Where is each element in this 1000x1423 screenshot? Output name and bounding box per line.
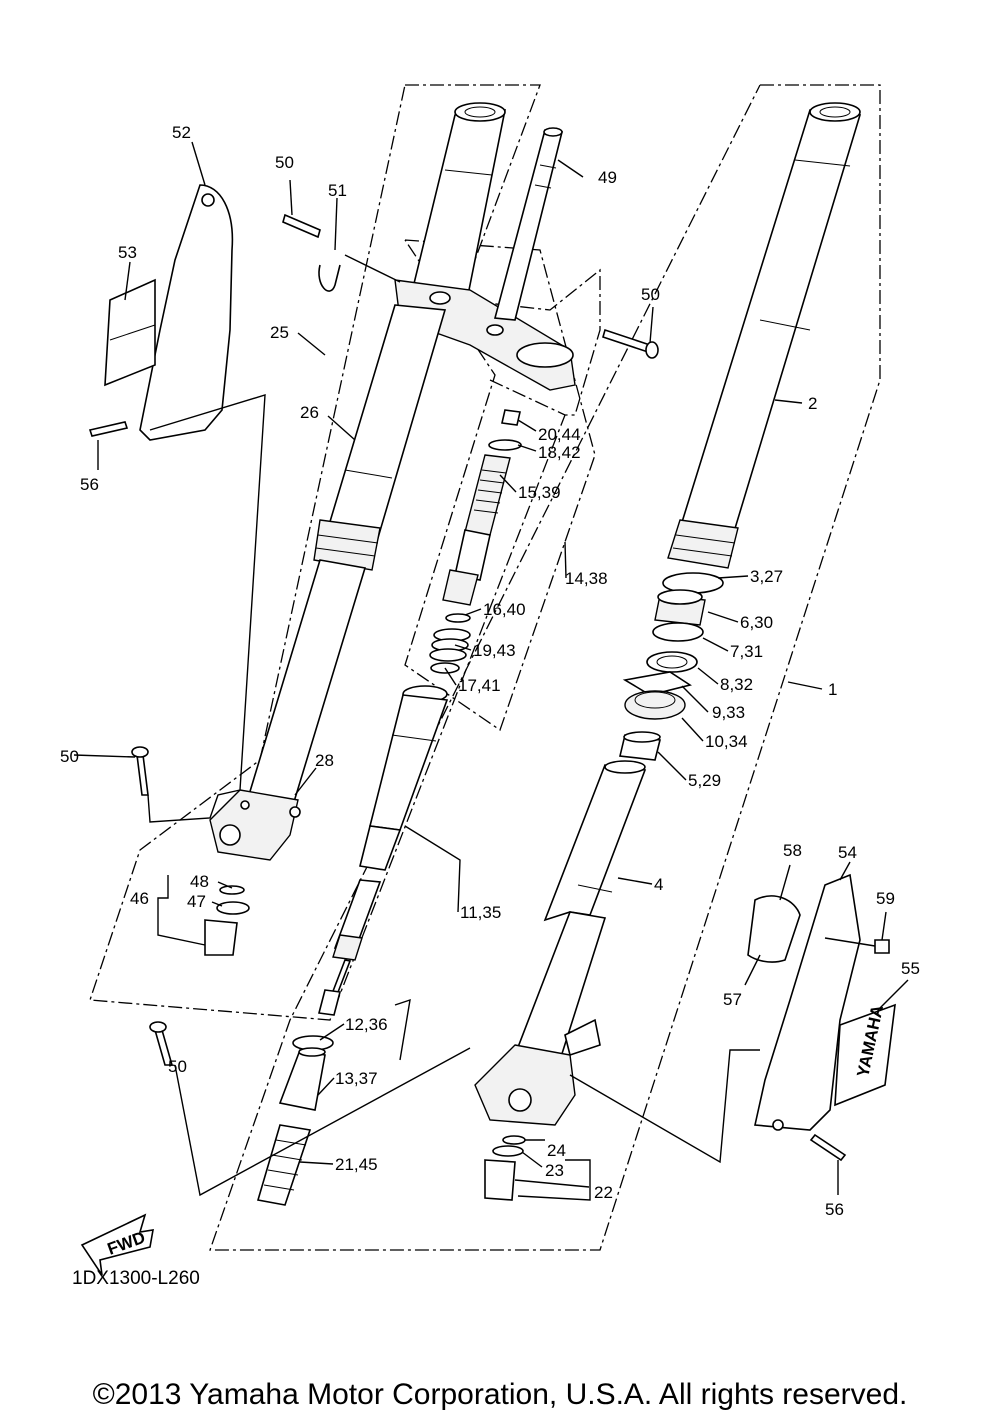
bolts [88, 213, 890, 1201]
callout-47: 47 [187, 892, 206, 911]
diagram-code: 1DX1300-L260 [72, 1268, 200, 1289]
callout-3-27: 3,27 [750, 567, 783, 586]
callout-55: 55 [901, 959, 920, 978]
callout-6-30: 6,30 [740, 613, 773, 632]
callout-25: 25 [270, 323, 289, 342]
callout-50-top: 50 [275, 153, 294, 172]
callout-14-38: 14,38 [565, 569, 608, 588]
callout-13-37: 13,37 [335, 1069, 378, 1088]
callout-2: 2 [808, 394, 817, 413]
copyright-notice: ©2013 Yamaha Motor Corporation, U.S.A. A… [92, 1378, 908, 1411]
callout-23: 23 [545, 1161, 564, 1180]
callout-59: 59 [876, 889, 895, 908]
callout-9-33: 9,33 [712, 703, 745, 722]
callout-20-44: 20,44 [538, 425, 581, 444]
callout-11-35: 11,35 [460, 903, 501, 922]
left-fork-assembly [209, 102, 576, 861]
callout-18-42: 18,42 [538, 443, 581, 462]
callout-49: 49 [598, 168, 617, 187]
callout-52: 52 [172, 123, 191, 142]
callout-56-left: 56 [80, 475, 99, 494]
right-fork-assembly [474, 102, 862, 1126]
callout-53: 53 [118, 243, 137, 262]
callout-54: 54 [838, 843, 857, 862]
callout-labels: 52 53 50 51 49 50 25 26 56 2 20,44 18,42… [60, 123, 920, 1219]
callout-50-mid: 50 [60, 747, 79, 766]
forward-direction-arrow: FWD [80, 1213, 154, 1276]
callout-50-right: 50 [641, 285, 660, 304]
callout-21-45: 21,45 [335, 1155, 378, 1174]
callout-15-39: 15,39 [518, 483, 561, 502]
callout-22: 22 [594, 1183, 613, 1202]
damper-internals [256, 409, 522, 1206]
callout-51: 51 [328, 181, 347, 200]
callout-26: 26 [300, 403, 319, 422]
callout-19-43: 19,43 [473, 641, 516, 660]
callout-28: 28 [315, 751, 334, 770]
callout-10-34: 10,34 [705, 732, 748, 751]
callout-57: 57 [723, 990, 742, 1009]
callout-56-right: 56 [825, 1200, 844, 1219]
leader-lines [73, 141, 909, 1201]
callout-58: 58 [783, 841, 802, 860]
callout-8-32: 8,32 [720, 675, 753, 694]
callout-46: 46 [130, 889, 149, 908]
right-fork-guard: YAMAHA [747, 873, 896, 1131]
callout-24: 24 [547, 1141, 566, 1160]
callout-17-41: 17,41 [458, 676, 501, 695]
callout-16-40: 16,40 [483, 600, 526, 619]
callout-5-29: 5,29 [688, 771, 721, 790]
callout-50-bottom: 50 [168, 1057, 187, 1076]
callout-7-31: 7,31 [730, 642, 763, 661]
assembly-boundary-lines [89, 84, 881, 1251]
left-fork-guard [104, 184, 234, 441]
callout-12-36: 12,36 [345, 1015, 388, 1034]
steering-stem [493, 127, 563, 321]
callout-4: 4 [654, 875, 663, 894]
callout-1: 1 [828, 680, 837, 699]
callout-48: 48 [190, 872, 209, 891]
